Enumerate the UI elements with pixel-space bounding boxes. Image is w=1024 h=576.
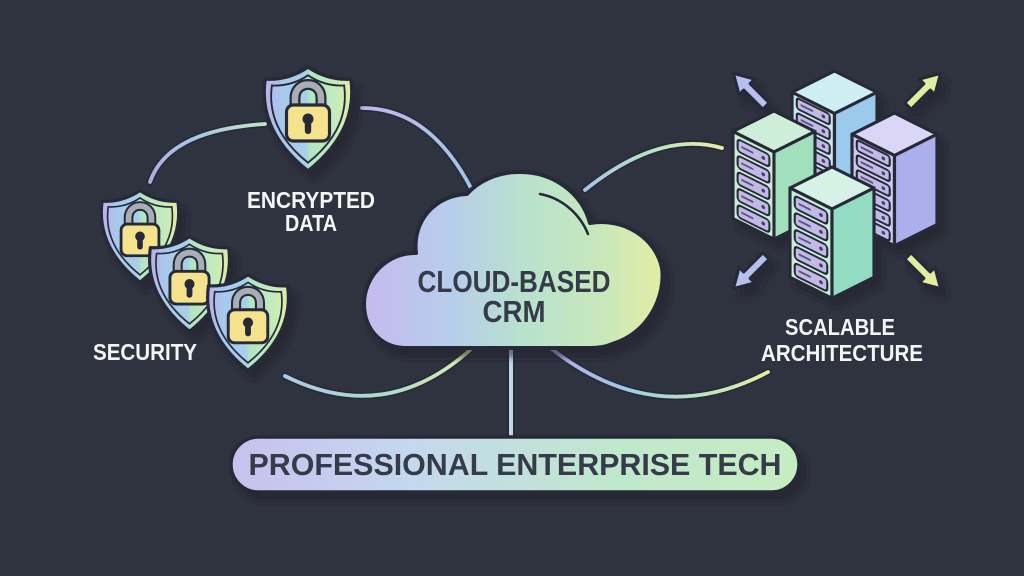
banner-label: PROFESSIONAL ENTERPRISE TECH: [249, 447, 782, 482]
security-label: SECURITY: [93, 339, 197, 365]
connector-cloud-to-servers-top: [581, 140, 726, 194]
server-tower-icon: [788, 165, 876, 300]
scalable-architecture-line2: ARCHITECTURE: [761, 340, 923, 366]
center-node-line1: CLOUD-BASED: [418, 264, 611, 299]
encrypted-data-line2: DATA: [285, 210, 337, 236]
scalable-architecture-node: [724, 64, 950, 300]
connector-cloud-to-servers-bottom: [544, 342, 772, 401]
connector-security-to-encrypted-data: [146, 120, 269, 186]
encrypted-data-line1: ENCRYPTED: [247, 187, 375, 213]
connector-security-to-cloud-bottom: [281, 346, 474, 400]
connectors: [146, 104, 772, 440]
cloud-node: [362, 169, 665, 350]
server-tower-icon: [850, 111, 939, 248]
connector-encrypted-data-to-cloud: [358, 104, 476, 194]
cloud-highlight: [538, 192, 590, 236]
scalable-architecture-line1: SCALABLE: [785, 314, 895, 340]
banner-pill: [229, 435, 801, 494]
center-node-line2: CRM: [483, 294, 546, 329]
banner-node: [229, 435, 801, 494]
cloud-icon: [362, 169, 665, 350]
